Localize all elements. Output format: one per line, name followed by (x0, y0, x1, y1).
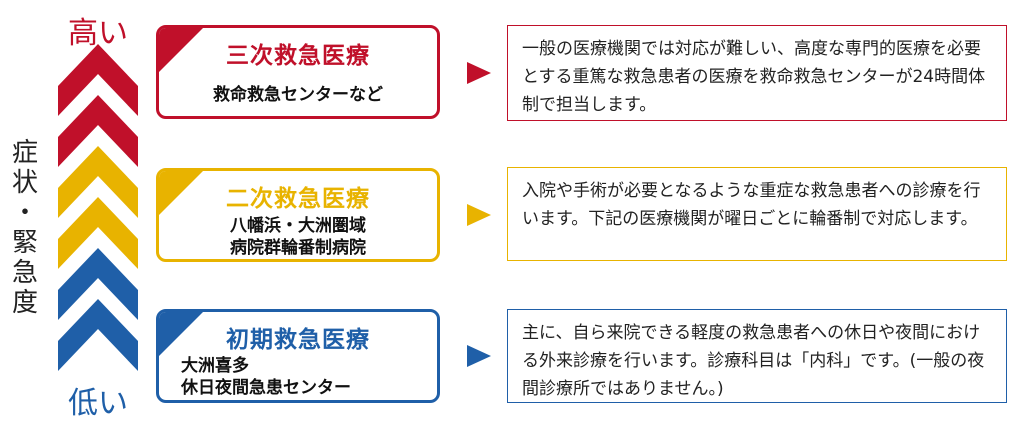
tier-tertiary-box: 三次救急医療 救命救急センターなど (156, 25, 440, 119)
tier-subtitle-line: 病院群輪番制病院 (230, 238, 366, 258)
tier-subtitle-line: 八幡浜・大洲圏域 (230, 216, 366, 236)
chevron-yellow-1 (58, 146, 138, 218)
arrow-right-icon (467, 62, 491, 84)
chevron-red-1 (58, 44, 138, 116)
corner-accent (159, 171, 203, 215)
axis-char: 症 (11, 138, 38, 168)
tier-primary-box: 初期救急医療 大洲喜多 休日夜間急患センター (156, 309, 440, 403)
tier-secondary-box: 二次救急医療 八幡浜・大洲圏域 病院群輪番制病院 (156, 168, 440, 262)
tier-title: 三次救急医療 (226, 43, 370, 69)
tier-subtitle: 救命救急センターなど (213, 85, 383, 105)
chevron-yellow-2 (58, 197, 138, 269)
axis-char: 急 (11, 258, 38, 288)
axis-char: ・ (11, 198, 38, 228)
severity-low-label: 低い (68, 386, 128, 421)
axis-char: 状 (11, 168, 38, 198)
tier-tertiary-description: 一般の医療機関では対応が難しい、高度な専門的医療を必要とする重篤な救急患者の医療… (507, 25, 1007, 121)
arrow-right-icon (467, 204, 491, 226)
tier-title: 初期救急医療 (226, 327, 370, 353)
corner-accent (159, 28, 203, 72)
axis-char: 度 (11, 288, 38, 318)
tier-subtitle: 八幡浜・大洲圏域 病院群輪番制病院 (159, 215, 437, 259)
chevron-blue-1 (58, 248, 138, 320)
severity-axis-label: 症 状 ・ 緊 急 度 (8, 138, 42, 318)
axis-char: 緊 (11, 228, 38, 258)
tier-primary-description: 主に、自ら来院できる軽度の救急患者への休日や夜間における外来診療を行います。診療… (507, 309, 1007, 403)
chevron-red-2 (58, 95, 138, 167)
tier-subtitle-line: 大洲喜多 (181, 356, 249, 376)
tier-title: 二次救急医療 (226, 186, 370, 212)
arrow-right-icon (467, 345, 491, 367)
tier-subtitle-line: 休日夜間急患センター (181, 378, 351, 398)
chevron-blue-2 (58, 299, 138, 371)
tier-subtitle: 大洲喜多 休日夜間急患センター (181, 355, 351, 399)
corner-accent (159, 312, 203, 356)
chevron-arrows-icon (58, 44, 138, 371)
severity-chevron-stack (58, 44, 138, 371)
tier-secondary-description: 入院や手術が必要となるような重症な救急患者への診療を行います。下記の医療機関が曜… (507, 167, 1007, 261)
